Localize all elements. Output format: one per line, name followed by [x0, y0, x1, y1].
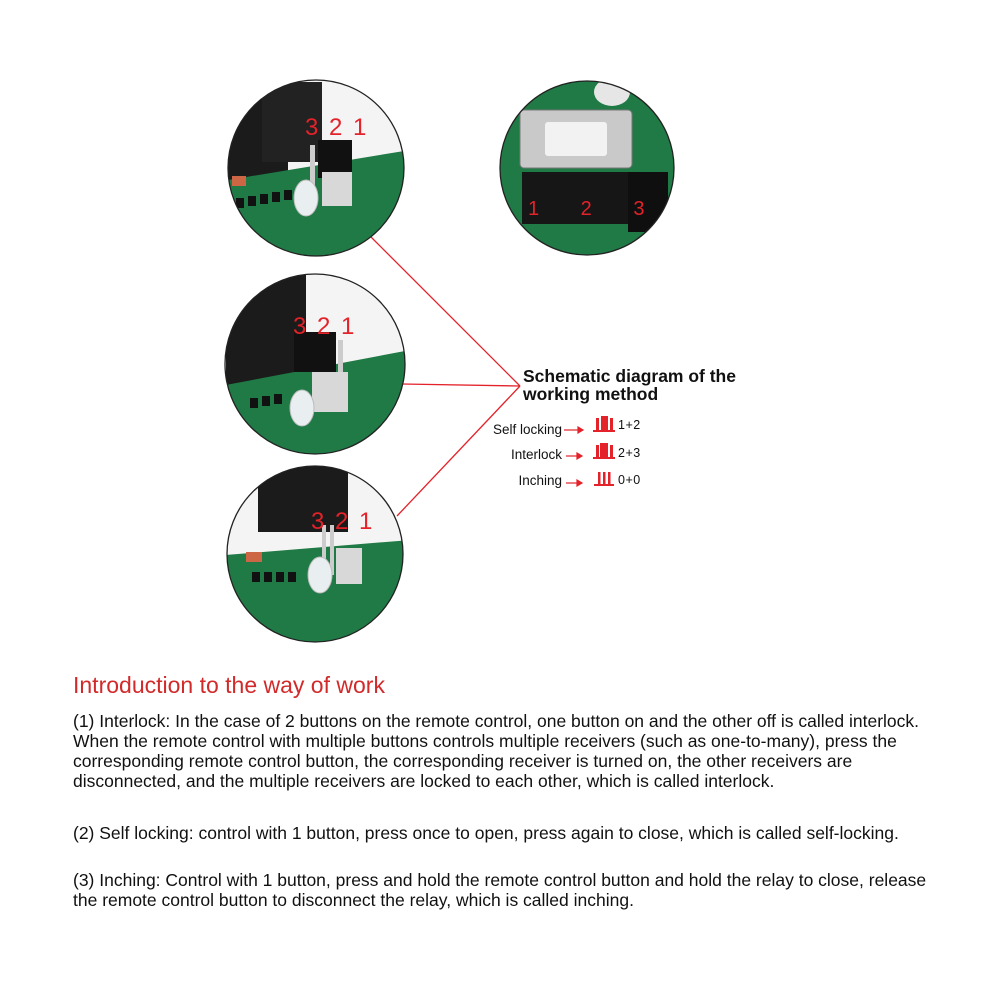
mode-code-interlock: 2+3	[618, 446, 641, 460]
mode-code-self-locking: 1+2	[618, 418, 641, 432]
intro-paragraph-self-locking: (2) Self locking: control with 1 button,…	[73, 823, 899, 843]
photo-switch-closeup	[499, 80, 675, 256]
connector-line-middle	[401, 383, 521, 387]
pin-labels-photo-1: 3 2 1	[305, 114, 369, 141]
schematic-title-line-1: Schematic diagram of the	[523, 366, 736, 386]
photo-jumper-self-locking	[227, 79, 405, 257]
pin-labels-photo-4: 1 2 3	[528, 198, 663, 220]
photo-illustrations	[224, 79, 675, 643]
intro-paragraph-interlock: (1) Interlock: In the case of 2 buttons …	[73, 711, 920, 791]
pin-labels-photo-2: 3 2 1	[293, 313, 357, 340]
jumper-icon-interlock	[593, 443, 615, 459]
photo-jumper-interlock	[224, 273, 406, 455]
mode-label-self-locking: Self locking	[492, 422, 562, 437]
pin-labels-photo-3: 3 2 1	[311, 508, 375, 535]
connector-lines	[367, 233, 521, 517]
photo-jumper-inching	[226, 465, 404, 643]
connector-line-bottom	[396, 385, 521, 517]
arrow-icons	[564, 425, 585, 488]
mode-label-inching: Inching	[518, 473, 562, 488]
connector-line-top	[367, 233, 521, 387]
jumper-icon-self-locking	[593, 416, 615, 432]
intro-title: Introduction to the way of work	[73, 672, 385, 698]
schematic-title-line-2: working method	[523, 384, 659, 404]
schematic-title: Schematic diagram of the working method	[523, 367, 783, 403]
intro-paragraph-inching: (3) Inching: Control with 1 button, pres…	[73, 870, 927, 910]
jumper-icon-inching	[594, 472, 614, 486]
mode-label-interlock: Interlock	[510, 447, 562, 462]
mode-code-inching: 0+0	[618, 473, 641, 487]
